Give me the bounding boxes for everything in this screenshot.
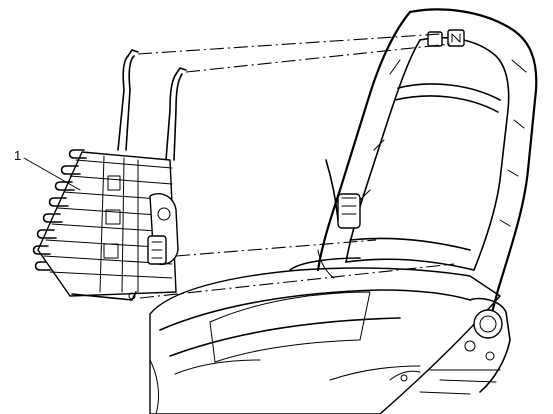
callout-1-leader bbox=[23, 157, 81, 191]
callout-1-label: 1 bbox=[14, 148, 21, 163]
alignment-lines bbox=[137, 33, 455, 299]
seat-back-frame bbox=[316, 8, 538, 395]
seat-cushion bbox=[149, 257, 501, 414]
lumbar-support-assembly bbox=[32, 49, 187, 301]
callout-1: 1 bbox=[14, 148, 81, 191]
